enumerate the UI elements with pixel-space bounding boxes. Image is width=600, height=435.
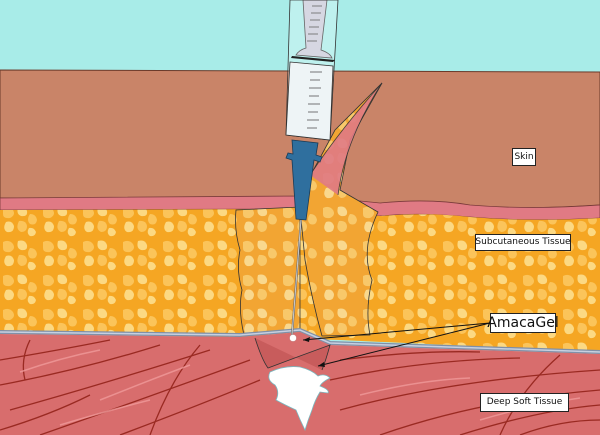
skin-label: Skin bbox=[512, 148, 536, 166]
tissue-tear bbox=[254, 337, 331, 371]
gel-pointer-lines bbox=[302, 322, 491, 367]
needle-hub bbox=[285, 139, 323, 221]
subcutaneous-label: Subcutaneous Tissue bbox=[475, 234, 571, 251]
deep-tissue-label: Deep Soft Tissue bbox=[480, 393, 569, 412]
tissue-fold bbox=[299, 82, 383, 337]
muscle-fibers bbox=[0, 339, 600, 435]
skin-flap-edge bbox=[309, 82, 383, 196]
displaced-fat bbox=[235, 206, 301, 336]
syringe bbox=[285, 0, 339, 342]
plunger bbox=[295, 0, 333, 59]
amacagel-label: AmacaGel bbox=[487, 313, 559, 333]
gel-deposit bbox=[268, 366, 331, 432]
